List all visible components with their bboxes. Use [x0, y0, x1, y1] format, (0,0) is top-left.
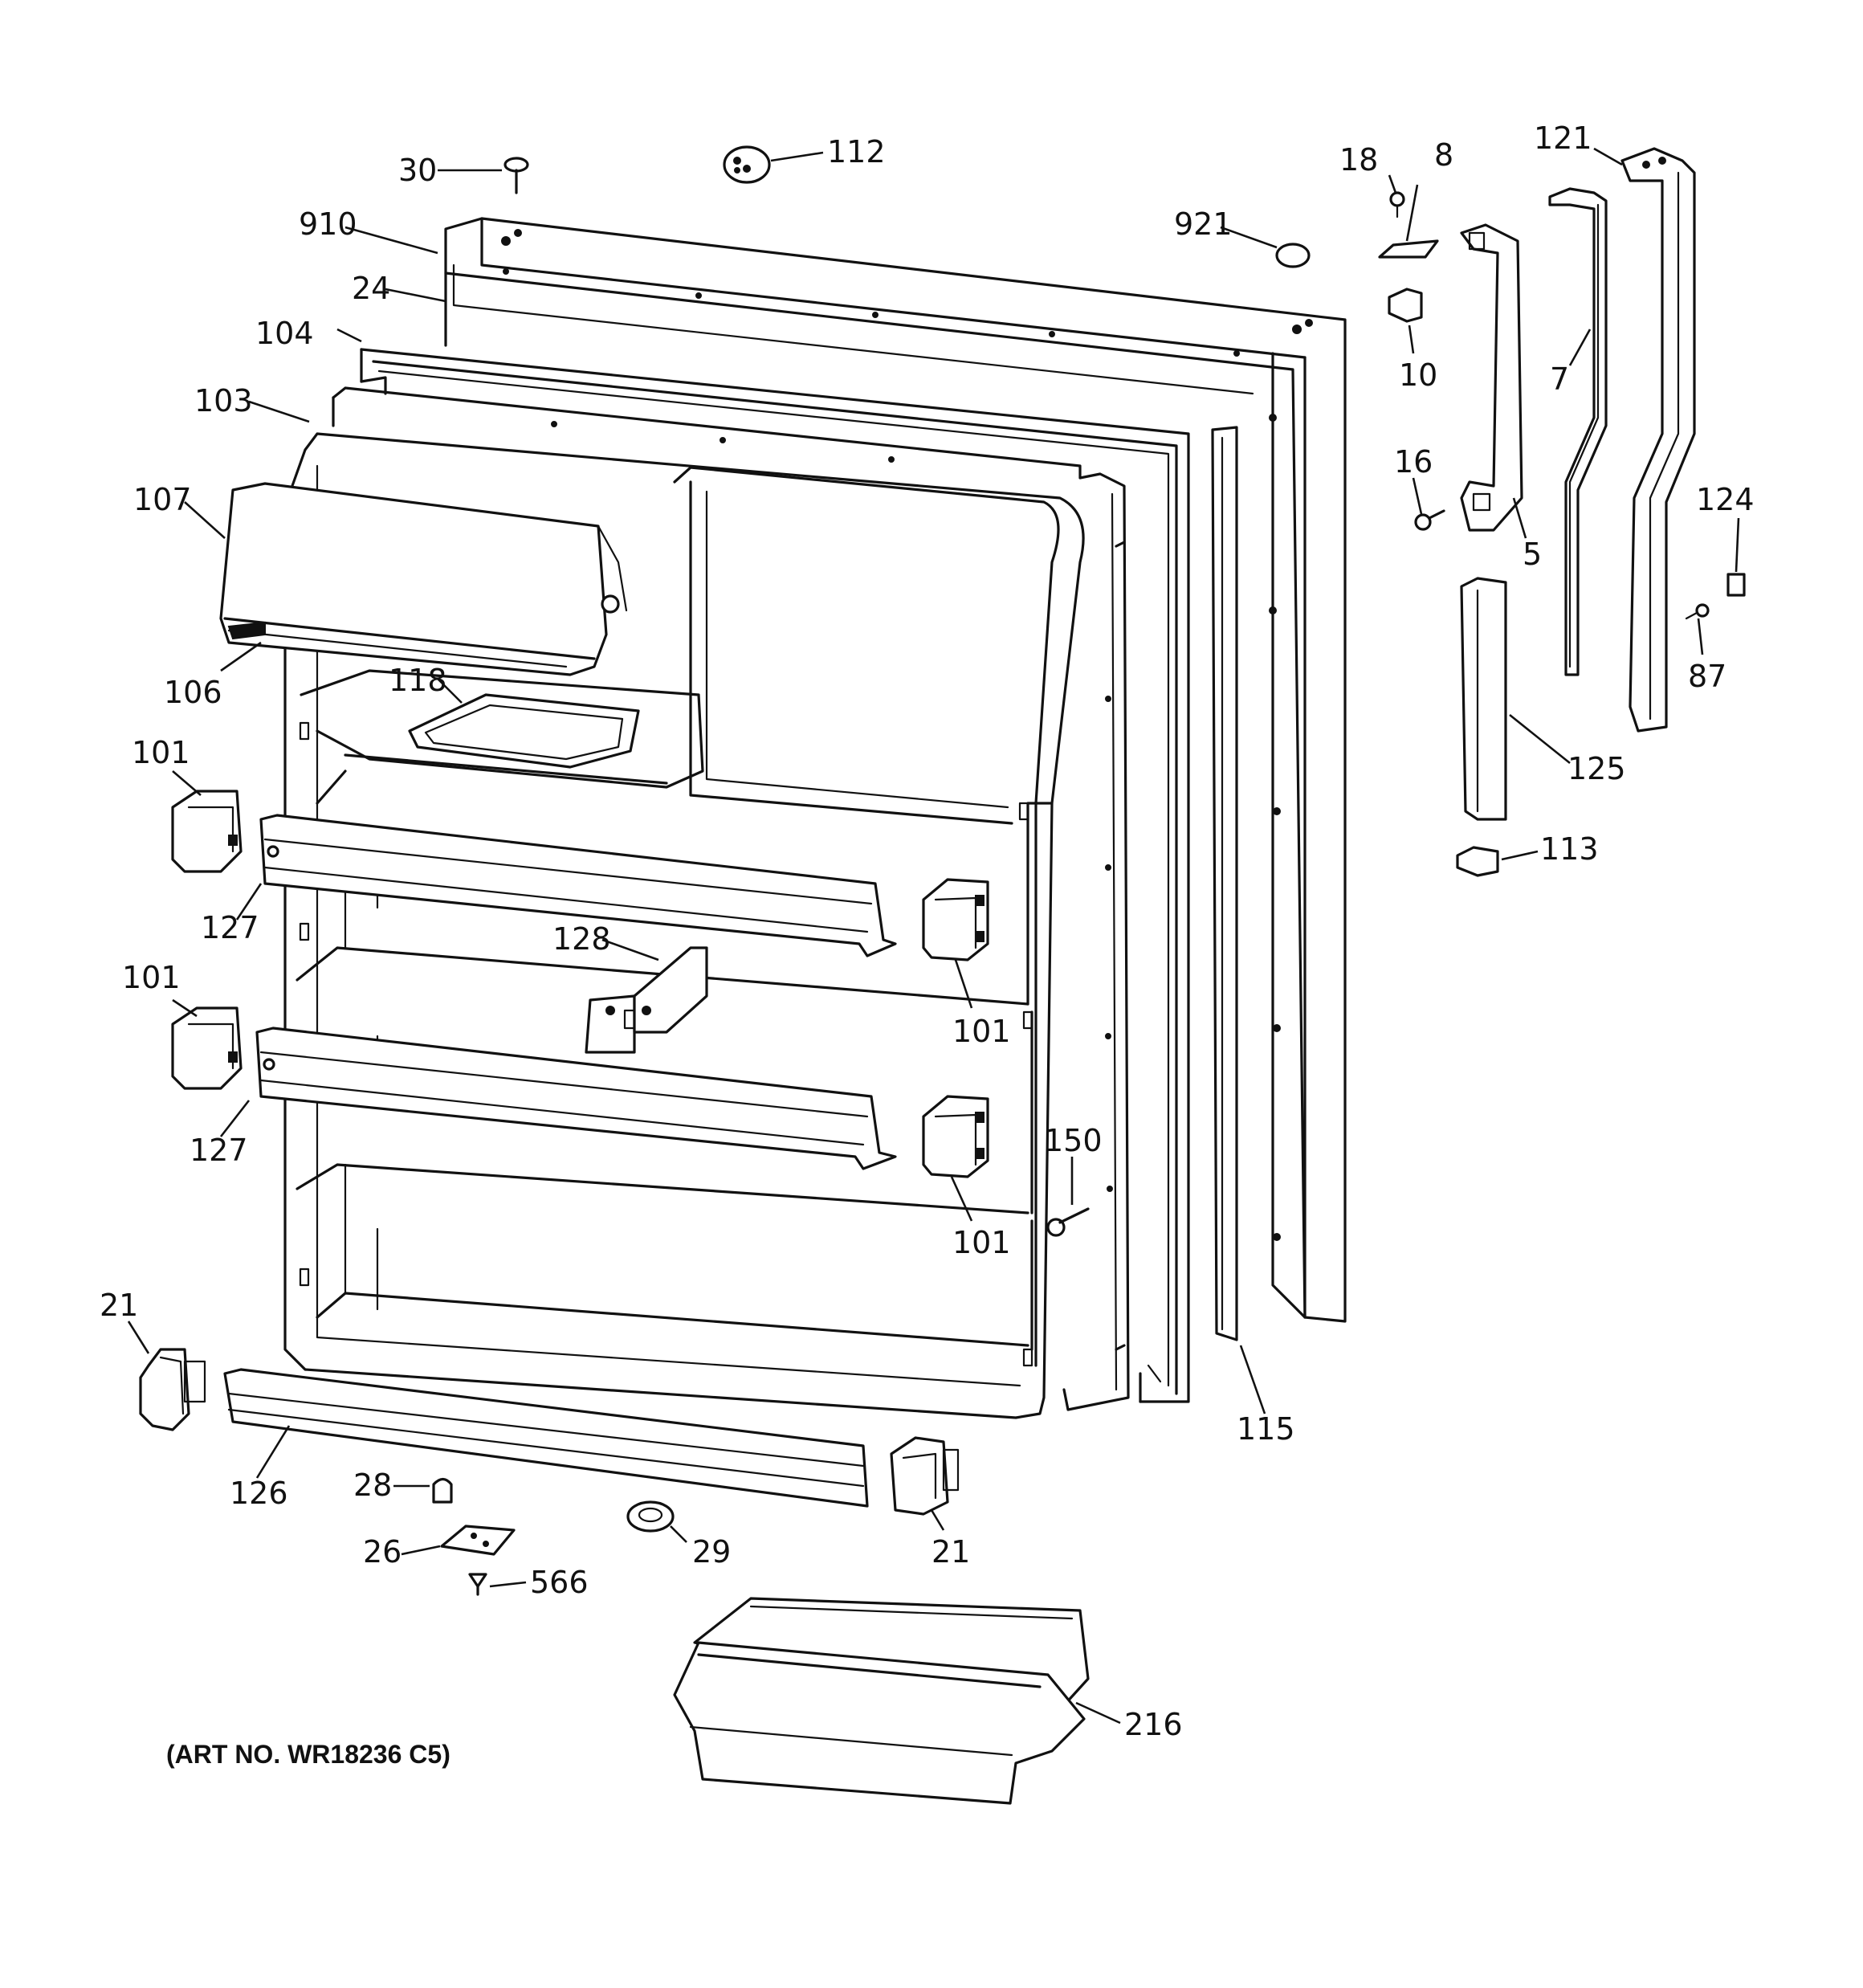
egg-tray — [408, 693, 640, 769]
callout-10: 10 — [1399, 357, 1437, 393]
callout-104: 104 — [255, 316, 314, 351]
callout-103: 103 — [194, 383, 253, 418]
door-hinge-right — [890, 1436, 960, 1516]
callout-127-b: 127 — [190, 1133, 248, 1168]
handle-bracket-7 — [1548, 187, 1608, 676]
top-screw — [503, 157, 529, 194]
bushing-29 — [626, 1500, 675, 1533]
callout-16: 16 — [1394, 444, 1433, 480]
callout-124: 124 — [1696, 482, 1755, 517]
shelf-end-cap-3 — [922, 878, 989, 961]
callout-5: 5 — [1523, 537, 1542, 572]
callout-113: 113 — [1540, 831, 1599, 867]
outer-door-panel — [444, 217, 1347, 1323]
door-shelf-upper — [259, 814, 897, 957]
door-liner — [332, 386, 1130, 1411]
callout-125: 125 — [1567, 751, 1626, 786]
callout-7: 7 — [1550, 361, 1569, 397]
callout-150: 150 — [1044, 1123, 1103, 1158]
callout-566: 566 — [530, 1565, 589, 1600]
bottle-retainer — [585, 946, 708, 1054]
handle-bracket-121 — [1620, 147, 1696, 733]
callout-labels: 30 112 910 24 104 103 107 106 118 101 12… — [100, 120, 1755, 1742]
end-cap-113 — [1456, 846, 1499, 877]
callout-126: 126 — [230, 1476, 288, 1511]
top-plug — [723, 145, 771, 184]
cover-10 — [1388, 288, 1423, 323]
hinge-plate-26 — [440, 1525, 516, 1556]
callout-112: 112 — [827, 134, 886, 169]
callout-29: 29 — [692, 1534, 731, 1570]
callout-18: 18 — [1339, 142, 1378, 178]
callout-128: 128 — [552, 921, 611, 957]
plug-28 — [432, 1477, 453, 1504]
door-bin — [673, 1597, 1090, 1805]
dairy-compartment — [219, 482, 628, 676]
screw-87 — [1685, 603, 1710, 620]
screw-566 — [468, 1573, 487, 1596]
callout-121: 121 — [1534, 120, 1592, 156]
callout-106: 106 — [164, 675, 222, 710]
bracket-8 — [1378, 239, 1439, 259]
cap-921 — [1275, 243, 1311, 268]
shelf-end-cap-1 — [171, 790, 243, 873]
screw-18 — [1389, 191, 1405, 218]
callout-28: 28 — [353, 1468, 392, 1503]
door-gasket — [360, 348, 1190, 1403]
art-number: (ART NO. WR18236 C5) — [166, 1740, 450, 1769]
door-shelf-lower — [255, 1027, 897, 1170]
shelf-end-cap-2 — [171, 1006, 243, 1090]
callout-101-d: 101 — [952, 1225, 1011, 1260]
bottom-trim — [223, 1368, 869, 1508]
callout-115: 115 — [1237, 1411, 1295, 1447]
clip-124 — [1726, 573, 1746, 597]
callout-21-a: 21 — [100, 1288, 138, 1323]
callout-118: 118 — [389, 663, 447, 698]
callout-921: 921 — [1174, 206, 1233, 242]
leader-lines — [127, 147, 1740, 1725]
callout-127-a: 127 — [201, 910, 259, 945]
callout-910: 910 — [299, 206, 357, 242]
liner-screw — [1046, 1207, 1090, 1237]
shelf-end-cap-4 — [922, 1095, 989, 1178]
callout-101-a: 101 — [132, 735, 190, 770]
callout-101-c: 101 — [122, 960, 181, 995]
door-hinge-left — [139, 1348, 206, 1431]
callout-87: 87 — [1688, 659, 1726, 694]
callout-216: 216 — [1124, 1707, 1183, 1742]
handle-5 — [1460, 223, 1523, 532]
breaker-strip — [1211, 426, 1238, 1341]
callout-101-b: 101 — [952, 1014, 1011, 1049]
screw-16 — [1414, 509, 1445, 531]
callout-107: 107 — [133, 482, 192, 517]
trim-125 — [1460, 577, 1507, 821]
callout-26: 26 — [363, 1534, 402, 1570]
callout-24: 24 — [352, 271, 390, 306]
callout-8: 8 — [1434, 137, 1453, 173]
callout-21-b: 21 — [932, 1534, 970, 1570]
callout-30: 30 — [398, 153, 437, 188]
